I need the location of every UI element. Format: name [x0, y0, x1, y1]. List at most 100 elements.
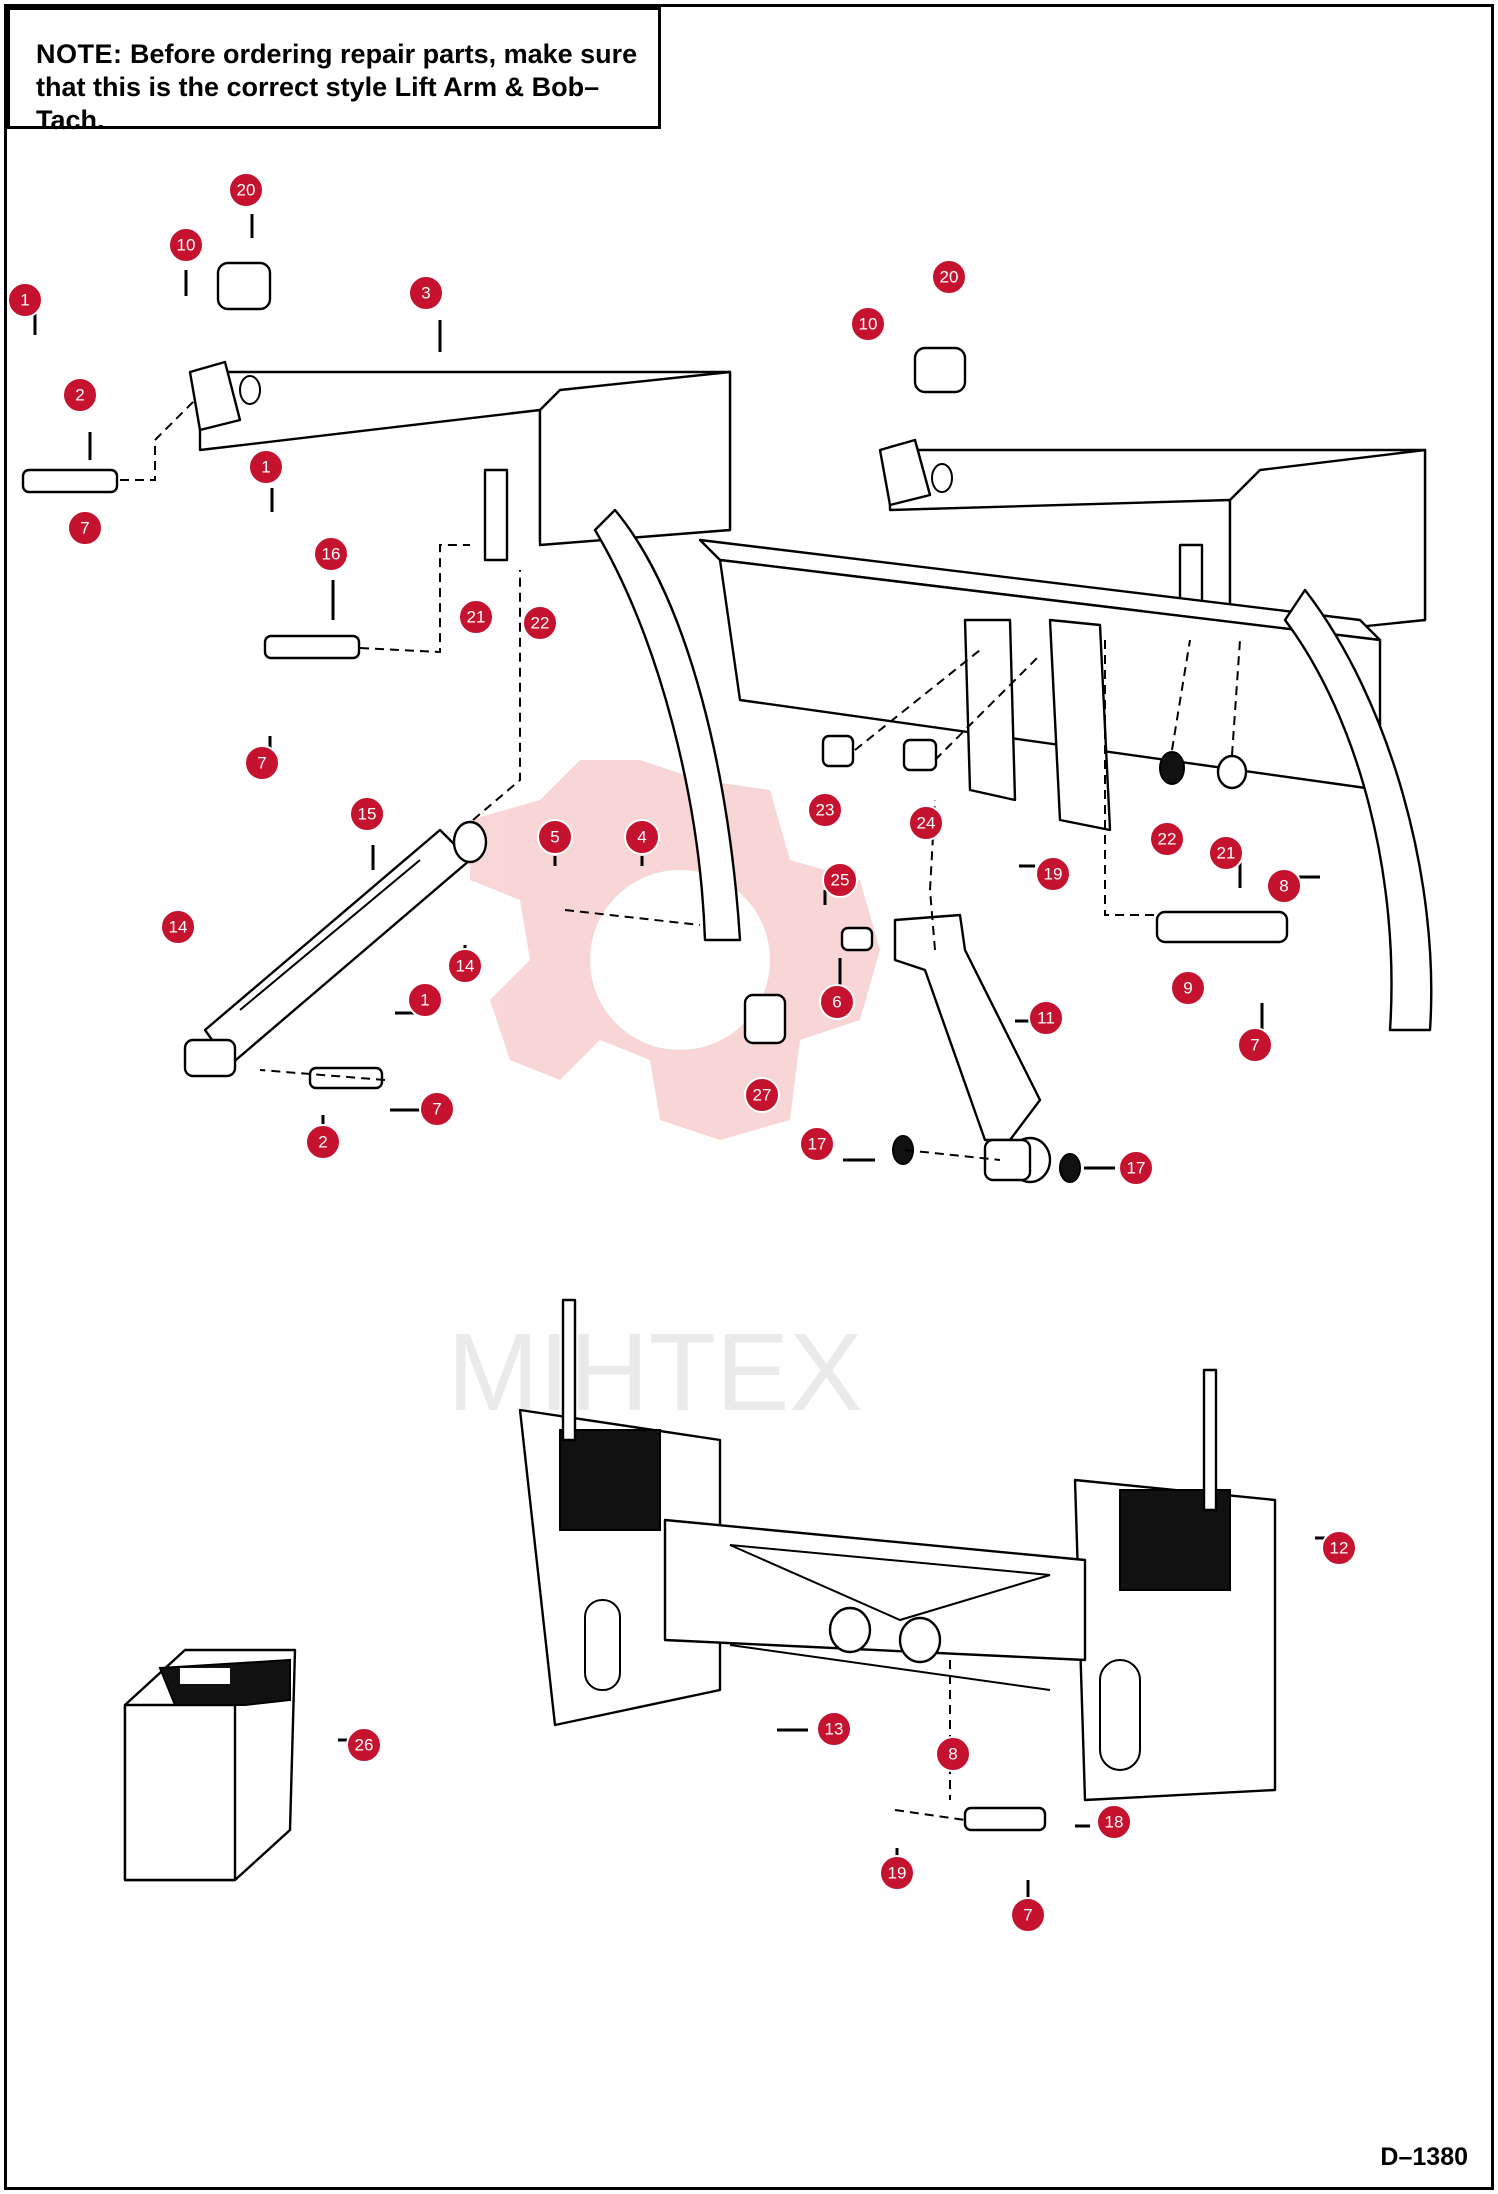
svg-text:21: 21 — [1217, 844, 1236, 863]
link-arm — [893, 913, 1052, 1184]
svg-text:7: 7 — [257, 754, 266, 773]
svg-text:8: 8 — [1279, 877, 1288, 896]
note-box: NOTE: Before ordering repair parts, make… — [7, 7, 661, 135]
svg-text:12: 12 — [1330, 1539, 1349, 1558]
svg-text:10: 10 — [859, 315, 878, 334]
svg-text:23: 23 — [816, 801, 835, 820]
note-text-line1: Before ordering repair parts, make sure — [130, 39, 638, 69]
callout-14a[interactable]: 14 — [160, 909, 196, 945]
svg-text:11: 11 — [1037, 1009, 1055, 1028]
watermark-text: MIHTEX — [447, 1311, 863, 1434]
callout-10b[interactable]: 10 — [850, 306, 886, 342]
svg-text:7: 7 — [1023, 1906, 1032, 1925]
svg-text:10: 10 — [177, 236, 196, 255]
callout-21a[interactable]: 21 — [458, 599, 494, 635]
callout-17a[interactable]: 17 — [799, 1126, 835, 1162]
callout-7e[interactable]: 7 — [1010, 1897, 1046, 1933]
callout-8a[interactable]: 8 — [1266, 868, 1302, 904]
callout-19b[interactable]: 19 — [879, 1855, 915, 1891]
svg-text:1: 1 — [261, 458, 270, 477]
callout-7c[interactable]: 7 — [419, 1091, 455, 1127]
callout-7a[interactable]: 7 — [67, 510, 103, 546]
lift-cylinder — [183, 820, 488, 1078]
svg-text:24: 24 — [917, 814, 936, 833]
callout-3[interactable]: 3 — [408, 275, 444, 311]
callout-1a[interactable]: 1 — [7, 282, 43, 318]
assembly-lines — [120, 399, 1241, 1821]
drawing-number: D–1380 — [1380, 2143, 1468, 2171]
svg-text:26: 26 — [355, 1736, 374, 1755]
svg-text:25: 25 — [831, 871, 850, 890]
callout-11[interactable]: 11 — [1028, 1000, 1064, 1036]
callout-13[interactable]: 13 — [816, 1711, 852, 1747]
callout-1c[interactable]: 1 — [407, 982, 443, 1018]
svg-text:1: 1 — [420, 991, 429, 1010]
callout-1b[interactable]: 1 — [248, 449, 284, 485]
svg-text:13: 13 — [825, 1720, 844, 1739]
callout-9[interactable]: 9 — [1170, 970, 1206, 1006]
svg-text:14: 14 — [456, 957, 475, 976]
svg-text:2: 2 — [75, 386, 84, 405]
watermark: MIHTEX — [447, 760, 880, 1434]
lift-arm-right — [878, 438, 1427, 647]
lift-arm-left — [188, 360, 732, 562]
callout-12[interactable]: 12 — [1321, 1530, 1357, 1566]
svg-text:16: 16 — [322, 545, 341, 564]
callout-5[interactable]: 5 — [537, 819, 573, 855]
svg-text:19: 19 — [1044, 865, 1063, 884]
callout-26[interactable]: 26 — [346, 1727, 382, 1763]
callout-7b[interactable]: 7 — [244, 745, 280, 781]
callout-17b[interactable]: 17 — [1118, 1150, 1154, 1186]
callout-19a[interactable]: 19 — [1035, 856, 1071, 892]
svg-text:14: 14 — [169, 918, 188, 937]
svg-text:19: 19 — [888, 1864, 907, 1883]
callout-23[interactable]: 23 — [807, 792, 843, 828]
callout-18[interactable]: 18 — [1096, 1804, 1132, 1840]
svg-text:17: 17 — [808, 1135, 827, 1154]
callout-8b[interactable]: 8 — [935, 1736, 971, 1772]
callout-20a[interactable]: 20 — [228, 172, 264, 208]
callout-4[interactable]: 4 — [624, 819, 660, 855]
note-text-line2: that this is the correct style Lift Arm … — [36, 72, 600, 135]
svg-text:9: 9 — [1183, 979, 1192, 998]
svg-text:5: 5 — [550, 828, 559, 847]
callout-20b[interactable]: 20 — [931, 259, 967, 295]
callout-2b[interactable]: 2 — [305, 1124, 341, 1160]
callout-6[interactable]: 6 — [819, 984, 855, 1020]
svg-text:15: 15 — [358, 805, 377, 824]
svg-text:27: 27 — [753, 1086, 772, 1105]
crossmember-frame — [593, 508, 1433, 1032]
svg-text:7: 7 — [80, 519, 89, 538]
callout-25[interactable]: 25 — [822, 862, 858, 898]
callout-22a[interactable]: 22 — [522, 605, 558, 641]
note-label: NOTE: — [36, 39, 123, 69]
svg-text:8: 8 — [948, 1745, 957, 1764]
svg-text:7: 7 — [432, 1100, 441, 1119]
callout-22b[interactable]: 22 — [1149, 821, 1185, 857]
callout-24[interactable]: 24 — [908, 805, 944, 841]
callout-27[interactable]: 27 — [744, 1077, 780, 1113]
callout-7d[interactable]: 7 — [1237, 1027, 1273, 1063]
svg-text:7: 7 — [1250, 1036, 1259, 1055]
pins-and-bushings — [21, 261, 1289, 1832]
svg-text:22: 22 — [531, 614, 550, 633]
callout-2a[interactable]: 2 — [62, 377, 98, 413]
svg-text:20: 20 — [237, 181, 256, 200]
svg-text:1: 1 — [20, 291, 29, 310]
callout-15[interactable]: 15 — [349, 796, 385, 832]
callout-21b[interactable]: 21 — [1208, 835, 1244, 871]
callout-10a[interactable]: 10 — [168, 227, 204, 263]
svg-text:17: 17 — [1127, 1159, 1146, 1178]
svg-text:6: 6 — [832, 993, 841, 1012]
svg-text:21: 21 — [467, 608, 486, 627]
svg-text:3: 3 — [421, 284, 430, 303]
svg-text:4: 4 — [637, 828, 646, 847]
svg-text:18: 18 — [1105, 1813, 1124, 1832]
svg-text:2: 2 — [318, 1133, 327, 1152]
callout-14b[interactable]: 14 — [447, 948, 483, 984]
callout-16[interactable]: 16 — [313, 536, 349, 572]
manual-box — [123, 1648, 297, 1882]
svg-text:20: 20 — [940, 268, 959, 287]
svg-text:22: 22 — [1158, 830, 1177, 849]
